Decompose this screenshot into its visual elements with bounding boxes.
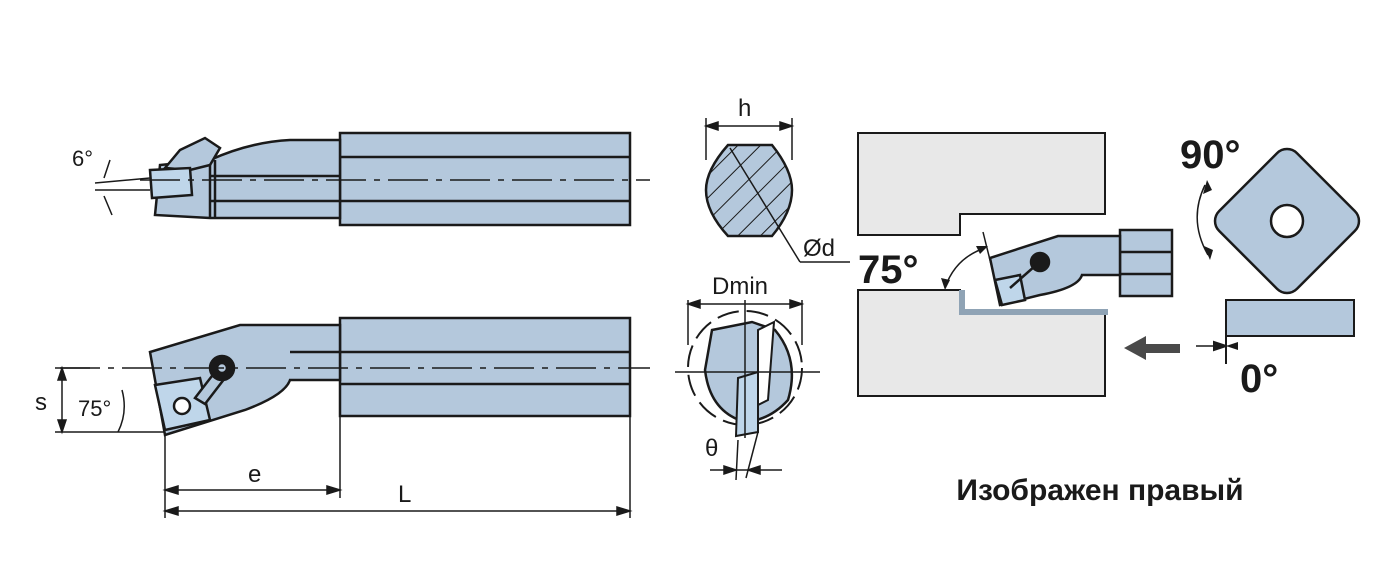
dim-s-label: s (35, 389, 47, 416)
angle-90-label: 90° (1180, 133, 1241, 177)
shank-bottom (338, 316, 632, 418)
bore-section (675, 298, 820, 481)
angle-6-marker (94, 159, 151, 216)
shank-section (703, 118, 850, 263)
angle-75-small-label: 75° (78, 396, 111, 421)
holder-bottom-view (148, 316, 632, 437)
angle-6-label: 6° (72, 146, 93, 171)
caption-right-hand: Изображен правый (956, 474, 1244, 507)
holder-top-view (148, 131, 632, 227)
boring-bar (988, 228, 1174, 307)
theta-label: θ (705, 435, 718, 462)
dim-h-label: h (738, 95, 751, 122)
dim-e-L (162, 416, 633, 518)
dim-L-label: L (398, 481, 411, 508)
angle-75-small-arc (117, 389, 125, 433)
feed-path (959, 290, 1108, 315)
angle-75-big-arc (944, 247, 986, 289)
angle-75-big-label: 75° (858, 248, 919, 292)
angle-0-label: 0° (1240, 357, 1278, 401)
insert-top (148, 166, 194, 200)
insert-90 (1196, 147, 1361, 295)
workpiece-bottom (857, 289, 1106, 397)
shank-top (338, 131, 632, 227)
dim-d-label: Ød (803, 235, 835, 262)
dim-dmin-label: Dmin (712, 273, 768, 300)
dim-e-label: e (248, 461, 261, 488)
feed-arrow-icon (1124, 336, 1180, 360)
dim-s (55, 365, 165, 435)
workpiece-top (857, 132, 1106, 236)
neck-top (153, 138, 342, 220)
zero-angle-bar (1196, 299, 1355, 364)
workpiece (857, 132, 1106, 397)
